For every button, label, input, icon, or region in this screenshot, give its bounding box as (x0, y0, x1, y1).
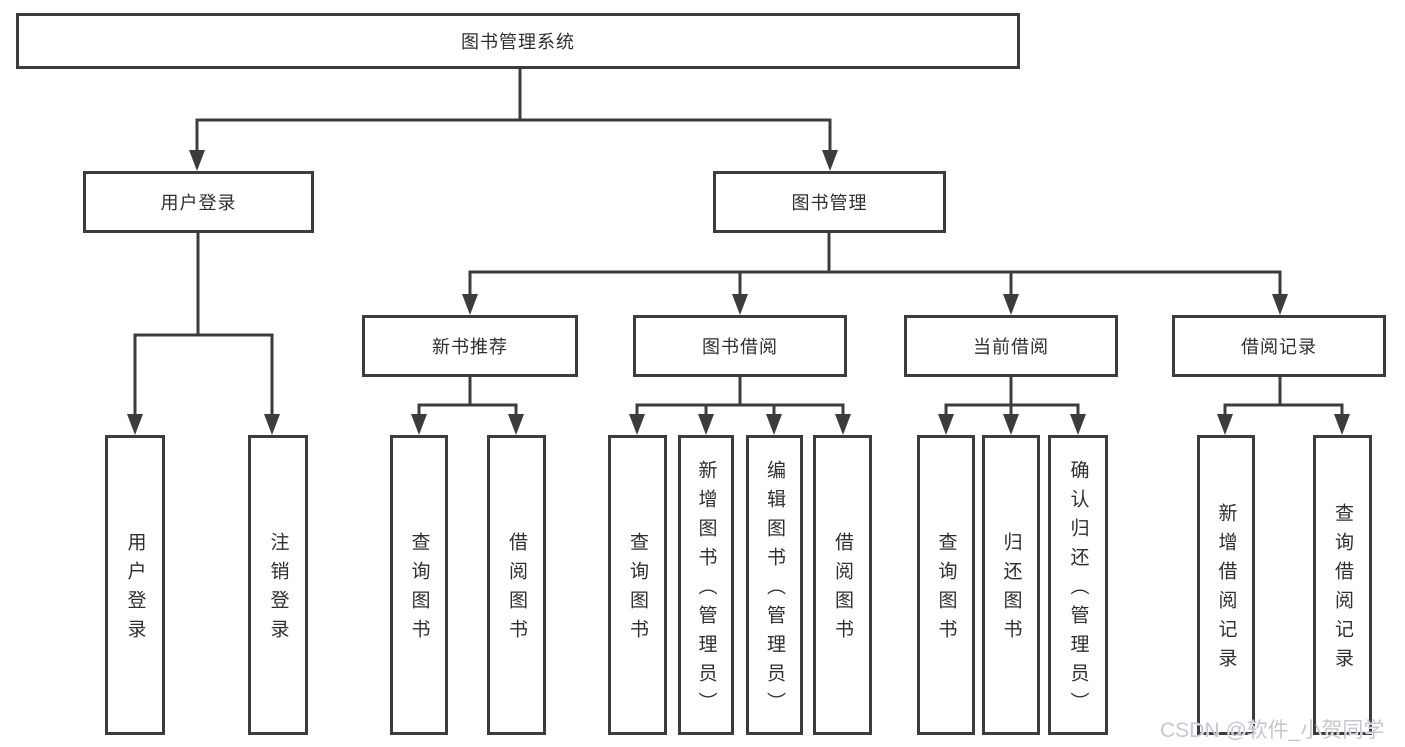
node-query-books-current-label: 查询图书 (935, 532, 957, 648)
arrowhead (462, 294, 478, 315)
node-return-book: 归还图书 (982, 435, 1040, 735)
arrowhead (508, 414, 524, 435)
node-edit-book-admin: 编辑图书（管理员） (746, 435, 803, 735)
node-query-books-newrec-label: 查询图书 (408, 532, 430, 648)
node-query-borrow-record: 查询借阅记录 (1313, 435, 1372, 735)
node-user-login-label: 用户登录 (160, 193, 237, 213)
watermark: CSDN @软件_小贺同学 (1160, 719, 1385, 742)
connector-records-to-children (1223, 377, 1344, 417)
arrowhead (822, 150, 838, 171)
node-borrow-books-borrow-label: 借阅图书 (832, 532, 853, 648)
arrowheads (127, 150, 1350, 435)
arrowhead (835, 414, 851, 435)
node-borrow-records-label: 借阅记录 (1241, 337, 1317, 357)
connector-book-mgmt-to-children (468, 233, 1282, 297)
connector-new-rec-to-children (417, 377, 518, 417)
node-query-books-current: 查询图书 (917, 435, 975, 735)
node-confirm-return-admin: 确认归还（管理员） (1048, 435, 1108, 735)
arrowhead (264, 414, 280, 435)
arrowhead (766, 414, 782, 435)
node-user-login: 用户登录 (83, 171, 314, 233)
node-borrow-books-borrow: 借阅图书 (813, 435, 872, 735)
node-current-borrow-label: 当前借阅 (973, 337, 1049, 357)
node-confirm-return-admin-label: 确认归还（管理员） (1067, 459, 1089, 721)
node-query-books-borrow: 查询图书 (608, 435, 667, 735)
node-borrow-records: 借阅记录 (1172, 315, 1386, 377)
node-edit-book-admin-label: 编辑图书（管理员） (764, 459, 785, 721)
node-add-borrow-record: 新增借阅记录 (1197, 435, 1255, 735)
connector-current-borrow-to-children (944, 377, 1080, 417)
arrowhead (732, 294, 748, 315)
node-add-book-admin: 新增图书（管理员） (678, 435, 734, 735)
arrowhead (1217, 414, 1233, 435)
node-book-borrow-label: 图书借阅 (702, 337, 778, 357)
node-library-system: 图书管理系统 (16, 13, 1020, 69)
node-add-book-admin-label: 新增图书（管理员） (695, 459, 717, 721)
node-book-management-label: 图书管理 (791, 193, 868, 213)
node-logout-leaf: 注销登录 (248, 435, 308, 735)
node-user-login-leaf: 用户登录 (105, 435, 165, 735)
node-new-book-recommend: 新书推荐 (362, 315, 578, 377)
node-book-borrow: 图书借阅 (633, 315, 847, 377)
connector-user-login-to-children (133, 233, 274, 417)
node-borrow-books-newrec-label: 借阅图书 (506, 532, 527, 648)
arrowhead (1003, 294, 1019, 315)
arrowhead (1272, 294, 1288, 315)
node-add-borrow-record-label: 新增借阅记录 (1215, 503, 1237, 677)
node-new-book-recommend-label: 新书推荐 (432, 337, 508, 357)
arrowhead (1003, 414, 1019, 435)
node-query-borrow-record-label: 查询借阅记录 (1332, 503, 1353, 677)
arrowhead (938, 414, 954, 435)
arrowhead (127, 414, 143, 435)
connector-book-borrow-to-children (635, 377, 845, 417)
node-logout-leaf-label: 注销登录 (267, 532, 289, 648)
arrowhead (411, 414, 427, 435)
node-book-management: 图书管理 (713, 171, 946, 233)
arrowhead (698, 414, 714, 435)
node-library-system-label: 图书管理系统 (461, 32, 575, 52)
arrowhead (629, 414, 645, 435)
node-user-login-leaf-label: 用户登录 (124, 532, 146, 648)
node-return-book-label: 归还图书 (1000, 532, 1022, 648)
connector-root-to-level2 (195, 69, 832, 153)
arrowhead (1070, 414, 1086, 435)
node-query-books-borrow-label: 查询图书 (627, 532, 648, 648)
arrowhead (1334, 414, 1350, 435)
arrowhead (189, 150, 205, 171)
node-current-borrow: 当前借阅 (904, 315, 1118, 377)
node-query-books-newrec: 查询图书 (390, 435, 448, 735)
node-borrow-books-newrec: 借阅图书 (487, 435, 546, 735)
